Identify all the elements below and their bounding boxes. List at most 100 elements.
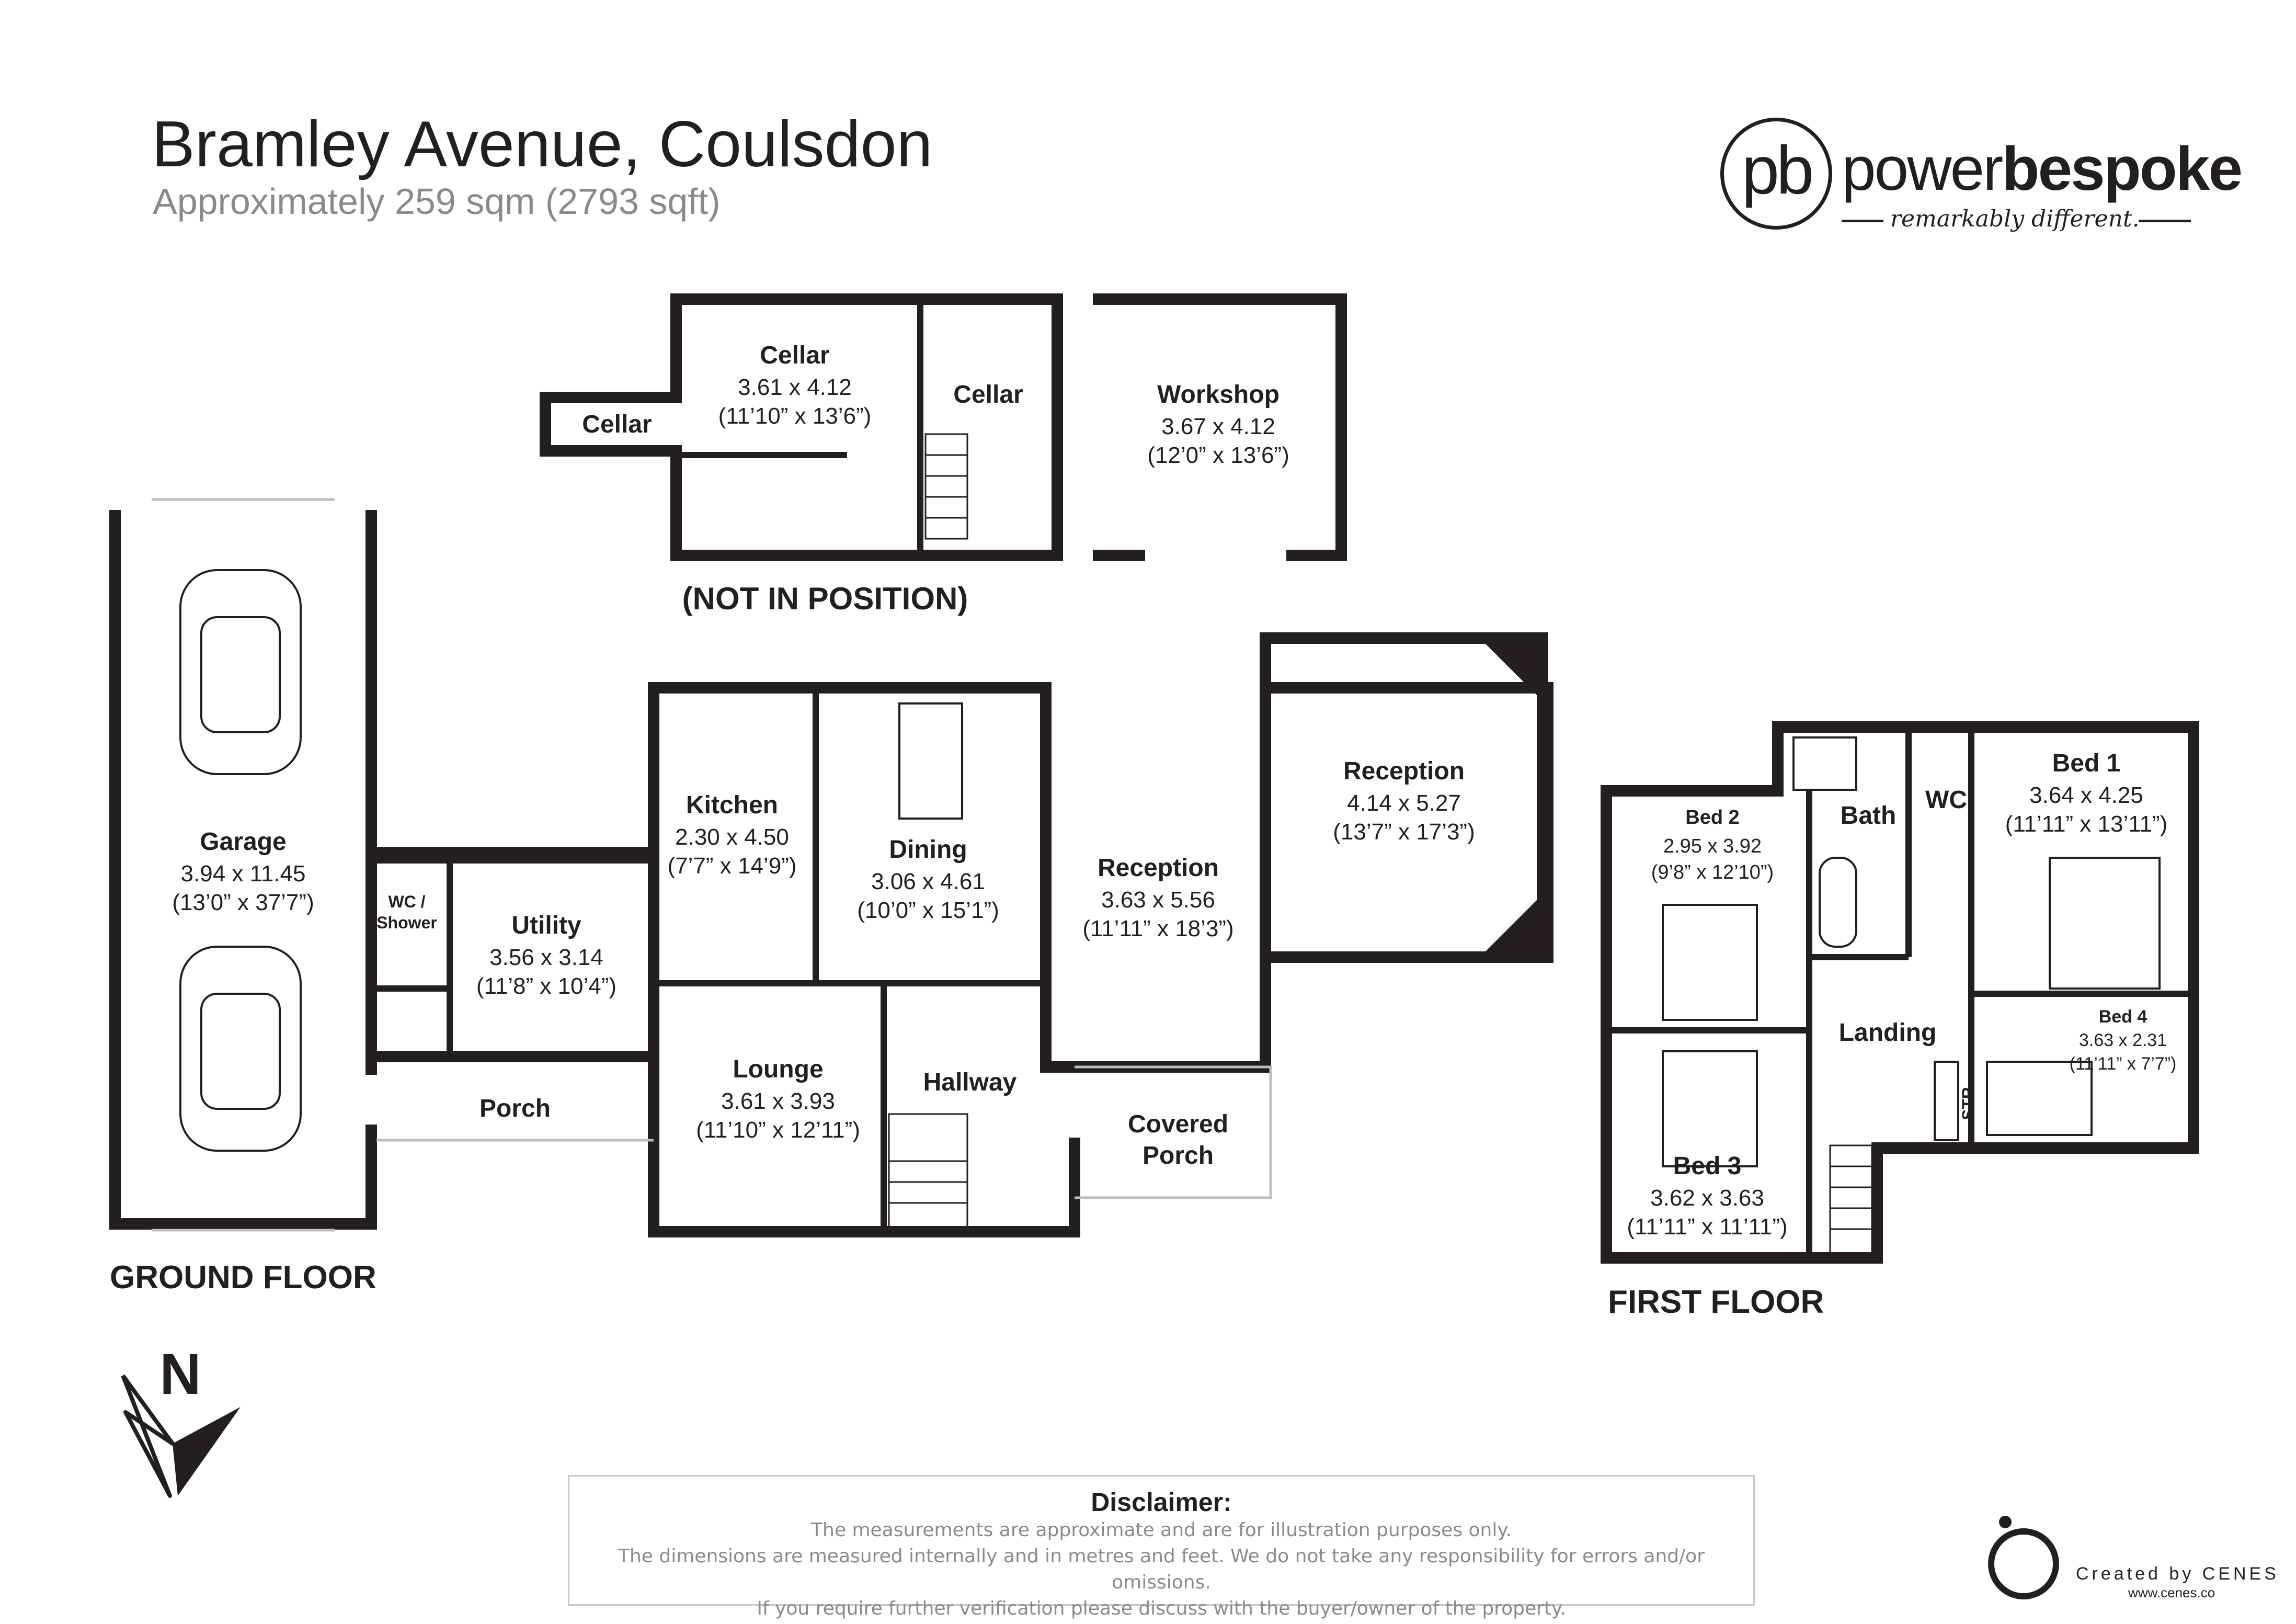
bed1-name: Bed 1 bbox=[2052, 749, 2121, 777]
str-name: STR bbox=[1959, 1087, 1978, 1120]
utility-name: Utility bbox=[511, 912, 581, 939]
storage-cupboard bbox=[1934, 1061, 1959, 1141]
disclaimer-title: Disclaimer: bbox=[1091, 1487, 1232, 1517]
reception2-imperial: (13’7” x 17’3”) bbox=[1333, 819, 1475, 845]
bed1-bed bbox=[2049, 857, 2161, 990]
cellar-right-name: Cellar bbox=[953, 381, 1023, 408]
logo-initials: pb bbox=[1741, 132, 1814, 208]
bed4-imperial: (11’11” x 7’7”) bbox=[2070, 1054, 2177, 1074]
shower-tray bbox=[1792, 736, 1857, 791]
reception1-imperial: (11’11” x 18’3”) bbox=[1082, 916, 1233, 941]
garage-metric: 3.94 x 11.45 bbox=[181, 861, 306, 887]
cenes-url: www.cenes.co bbox=[2128, 1585, 2215, 1600]
bed2-imperial: (9’8” x 12’10”) bbox=[1651, 861, 1774, 883]
front-walls bbox=[648, 986, 1080, 1237]
bed2-metric: 2.95 x 3.92 bbox=[1663, 835, 1762, 857]
stairs-cellar bbox=[924, 433, 968, 540]
logo-tagline: remarkably different. bbox=[1890, 206, 2140, 232]
wc-name: WC bbox=[1925, 786, 1967, 814]
cenes-logo-icon bbox=[1988, 1516, 2059, 1599]
bed3-imperial: (11’11” x 11’11”) bbox=[1627, 1214, 1787, 1240]
compass-n-label: N bbox=[159, 1342, 201, 1406]
reception1-name: Reception bbox=[1098, 854, 1219, 882]
bed4-name: Bed 4 bbox=[2099, 1007, 2147, 1027]
utility-walls bbox=[371, 852, 659, 1062]
lounge-imperial: (11’10” x 12’11”) bbox=[696, 1117, 860, 1143]
first-floor-walls bbox=[1601, 721, 2199, 1264]
porch-name: Porch bbox=[479, 1095, 551, 1122]
dining-table bbox=[898, 702, 963, 820]
kitchen-imperial: (7’7” x 14’9”) bbox=[668, 853, 797, 879]
bath-name: Bath bbox=[1841, 802, 1897, 830]
lounge-metric: 3.61 x 3.93 bbox=[721, 1088, 835, 1114]
cellar-main-metric: 3.61 x 4.12 bbox=[738, 374, 852, 400]
bed3-name: Bed 3 bbox=[1673, 1152, 1742, 1180]
workshop-imperial: (12’0” x 13’6”) bbox=[1147, 442, 1289, 468]
bed1-metric: 3.64 x 4.25 bbox=[2029, 782, 2143, 808]
dining-imperial: (10’0” x 15’1”) bbox=[857, 898, 999, 923]
disclaimer-box: Disclaimer: The measurements are approxi… bbox=[568, 1475, 1755, 1619]
workshop-name: Workshop bbox=[1157, 381, 1280, 408]
wc-shower-name-2: Shower bbox=[376, 913, 437, 932]
ground-floor-label: GROUND FLOOR bbox=[110, 1259, 376, 1296]
workshop-walls bbox=[1093, 293, 1347, 561]
bed3-metric: 3.62 x 3.63 bbox=[1650, 1185, 1764, 1211]
utility-imperial: (11’8” x 10’4”) bbox=[476, 973, 616, 999]
bed4-bed bbox=[1986, 1061, 2093, 1136]
logo-circle bbox=[1720, 118, 1832, 230]
page-subtitle: Approximately 259 sqm (2793 sqft) bbox=[153, 181, 721, 222]
car-top bbox=[179, 569, 302, 775]
covered-porch-name-1: Covered bbox=[1128, 1110, 1228, 1138]
cellar-main-name: Cellar bbox=[760, 342, 829, 369]
garage-walls bbox=[109, 510, 377, 1230]
page-title: Bramley Avenue, Coulsdon bbox=[152, 108, 933, 180]
lounge-name: Lounge bbox=[733, 1055, 823, 1083]
cenes-text: Created by CENES bbox=[2076, 1564, 2279, 1584]
bed4-metric: 3.63 x 2.31 bbox=[2079, 1030, 2167, 1050]
bed2-bed bbox=[1662, 904, 1758, 1021]
logo-word-light: power bbox=[1842, 134, 2003, 203]
stairs-ground bbox=[888, 1113, 968, 1230]
landing-name: Landing bbox=[1839, 1019, 1937, 1047]
hallway-name: Hallway bbox=[923, 1069, 1017, 1096]
cellar-walls bbox=[540, 293, 1063, 561]
reception2-walls bbox=[1260, 632, 1548, 957]
car-bottom bbox=[179, 946, 302, 1152]
bed3-bed bbox=[1662, 1050, 1758, 1167]
reception1-metric: 3.63 x 5.56 bbox=[1101, 887, 1215, 913]
workshop-metric: 3.67 x 4.12 bbox=[1161, 414, 1275, 439]
logo-rule-left bbox=[1842, 220, 1883, 222]
disclaimer-line-3: If you require further verification plea… bbox=[757, 1598, 1566, 1619]
bath-tub bbox=[1819, 857, 1857, 948]
utility-metric: 3.56 x 3.14 bbox=[489, 945, 603, 970]
reception-corner-top bbox=[1480, 638, 1543, 701]
reception2-metric: 4.14 x 5.27 bbox=[1347, 790, 1461, 816]
dining-metric: 3.06 x 4.61 bbox=[871, 869, 985, 894]
not-in-position-label: (NOT IN POSITION) bbox=[682, 581, 968, 616]
wc-shower-name-1: WC / bbox=[388, 892, 425, 911]
logo-word-bold: bespoke bbox=[2002, 134, 2243, 203]
cellar-main-imperial: (11’10” x 13’6”) bbox=[718, 403, 872, 429]
logo-wordmark: powerbespoke bbox=[1842, 133, 2243, 205]
garage-name: Garage bbox=[200, 828, 286, 856]
covered-porch-outline bbox=[1075, 1065, 1272, 1199]
dining-name: Dining bbox=[889, 836, 967, 864]
bed2-name: Bed 2 bbox=[1685, 807, 1739, 828]
brand-logo: pb powerbespoke remarkably different. bbox=[1720, 118, 2243, 238]
reception2-name: Reception bbox=[1343, 757, 1465, 785]
kitchen-name: Kitchen bbox=[686, 791, 778, 819]
bed1-imperial: (11’11” x 13’11”) bbox=[2005, 811, 2168, 837]
stairs-first bbox=[1829, 1144, 1873, 1256]
garage-imperial: (13’0” x 37’7”) bbox=[172, 890, 314, 915]
reception-corner-bottom bbox=[1480, 894, 1543, 957]
north-compass-icon: N bbox=[121, 1342, 241, 1498]
logo-rule-right bbox=[2139, 220, 2191, 222]
disclaimer-line-2: The dimensions are measured internally a… bbox=[618, 1546, 1705, 1593]
disclaimer-line-1: The measurements are approximate and are… bbox=[811, 1519, 1512, 1541]
first-floor-label: FIRST FLOOR bbox=[1608, 1284, 1824, 1320]
kitchen-metric: 2.30 x 4.50 bbox=[675, 824, 789, 850]
cellar-left-name: Cellar bbox=[582, 411, 652, 438]
covered-porch-name-2: Porch bbox=[1143, 1142, 1214, 1169]
cenes-credit: Created by CENES www.cenes.co bbox=[1982, 1506, 2280, 1606]
